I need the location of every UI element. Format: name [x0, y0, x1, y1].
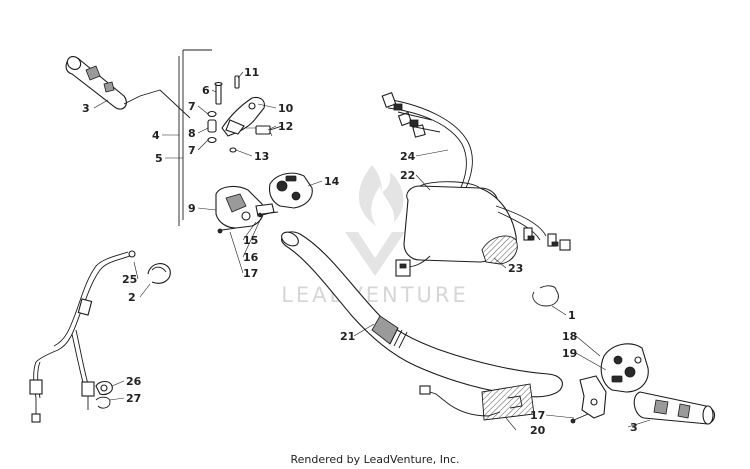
callout-17-left: 17	[243, 267, 258, 280]
callout-9: 9	[188, 202, 196, 215]
callout-6: 6	[202, 84, 210, 97]
callout-25: 25	[122, 273, 137, 286]
right-switch-housing	[600, 343, 649, 393]
brake-switch	[255, 125, 283, 135]
heater-harness-right	[495, 205, 571, 251]
left-switch-housing	[268, 172, 313, 209]
callout-27: 27	[126, 392, 141, 405]
callout-3-right-grip: 3	[630, 421, 638, 434]
callout-3-left-grip: 3	[82, 102, 90, 115]
throttle-cable	[29, 250, 136, 423]
callout-13: 13	[254, 150, 269, 163]
retaining-clip-left	[147, 263, 171, 284]
mount-bracket	[123, 49, 212, 226]
callout-22: 22	[400, 169, 415, 182]
callout-20: 20	[530, 424, 546, 437]
callout-26: 26	[126, 375, 142, 388]
throttle-housing	[215, 185, 275, 229]
callout-24: 24	[400, 150, 416, 163]
left-hand-grip	[65, 56, 127, 110]
callout-7-upper: 7	[188, 100, 196, 113]
callout-5: 5	[155, 152, 163, 165]
callout-8: 8	[188, 127, 196, 140]
callout-1: 1	[568, 309, 576, 322]
leadventure-watermark: LEADVENTURE	[281, 165, 469, 307]
heater-control-module	[403, 181, 518, 265]
watermark-text: LEADVENTURE	[281, 283, 469, 307]
grip-heater-element	[419, 383, 535, 421]
callout-16: 16	[243, 251, 259, 264]
callout-21: 21	[340, 330, 355, 343]
callout-19: 19	[562, 347, 577, 360]
heater-harness-left	[395, 255, 431, 277]
right-hand-grip	[633, 391, 716, 425]
handlebar	[281, 231, 563, 398]
callout-14: 14	[324, 175, 340, 188]
callout-17-right: 17	[530, 409, 545, 422]
callout-7-lower: 7	[188, 144, 196, 157]
callout-12: 12	[278, 120, 293, 133]
wiring-harness	[381, 91, 473, 195]
leader-lines	[93, 71, 651, 431]
housing-screws-left	[217, 211, 279, 234]
callout-10: 10	[278, 102, 294, 115]
callout-11: 11	[244, 66, 259, 79]
callout-4: 4	[152, 129, 160, 142]
right-lever-bracket	[570, 375, 607, 424]
cable-nut-and-clip	[95, 380, 113, 409]
render-credit: Rendered by LeadVenture, Inc.	[290, 453, 459, 466]
callout-labels: 3 4 5 6 7 8 7 11 10 12 13 14 9 15 16 17 …	[82, 66, 638, 437]
callout-2: 2	[128, 291, 136, 304]
callout-15: 15	[243, 234, 258, 247]
callout-18: 18	[562, 330, 577, 343]
callout-23: 23	[508, 262, 523, 275]
retaining-clip-right	[532, 285, 559, 307]
